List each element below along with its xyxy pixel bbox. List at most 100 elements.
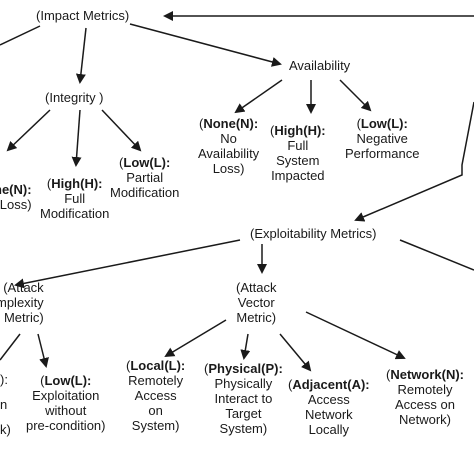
attack-complexity-line2: mplexity <box>0 295 44 310</box>
availability-node: Availability <box>289 58 350 73</box>
complexity-cut-leaf: ): n k) <box>0 372 11 437</box>
arrow-vector-physical <box>240 333 251 360</box>
vector-network-name: Network <box>390 367 442 382</box>
vector-local-leaf: (Local(L): Remotely Access on System) <box>126 358 185 433</box>
integrity-low-leaf: (Low(L): Partial Modification <box>110 155 180 200</box>
avail-high-desc1: Full <box>287 138 309 153</box>
complexity-low-open: ( <box>40 373 45 388</box>
arrow-right-exploitability <box>354 101 474 222</box>
vector-physical-leaf: (Physical(P): Physically Interact to Tar… <box>204 361 283 436</box>
avail-high-desc3: Impacted <box>271 168 325 183</box>
integrity-none-name: ne(N): <box>0 182 32 197</box>
integrity-high-name: High <box>51 176 81 191</box>
complexity-low-desc1: Exploitation <box>32 388 100 403</box>
complexity-cut-line3: k) <box>0 422 11 437</box>
integrity-low-abbr: (L): <box>149 155 171 170</box>
vector-network-desc2: Access on <box>395 397 455 412</box>
complexity-low-leaf: (Low(L): Exploitation without pre-condit… <box>26 373 106 433</box>
avail-high-abbr: (H): <box>303 123 326 138</box>
arrow-vector-network <box>305 311 406 360</box>
complexity-low-name: Low <box>44 373 71 388</box>
vector-physical-desc4: System) <box>219 421 268 436</box>
complexity-cut-line2: n <box>0 397 8 412</box>
arrow-integrity-none <box>6 109 51 152</box>
vector-physical-name: Physical <box>208 361 262 376</box>
vector-adjacent-abbr: (A): <box>347 377 370 392</box>
impact-metrics-node: (Impact Metrics) <box>36 8 129 23</box>
avail-low-open: ( <box>356 116 361 131</box>
attack-vector-line3: Metric) <box>236 310 277 325</box>
avail-low-desc1: Negative <box>356 131 408 146</box>
attack-complexity-node: (Attack mplexity Metric) <box>0 280 44 325</box>
arrow-complexity-left <box>0 333 21 361</box>
vector-local-desc1: Remotely <box>128 373 184 388</box>
integrity-none-leaf: ne(N): Loss) <box>0 182 32 212</box>
integrity-high-leaf: (High(H): Full Modification <box>40 176 110 221</box>
integrity-low-desc2: Modification <box>110 185 180 200</box>
vector-network-open: ( <box>386 367 391 382</box>
exploitability-metrics-label: (Exploitability Metrics) <box>250 226 377 241</box>
integrity-high-abbr: (H): <box>80 176 103 191</box>
complexity-low-abbr: (L): <box>70 373 92 388</box>
vector-physical-abbr: (P): <box>261 361 283 376</box>
attack-complexity-line3: Metric) <box>3 310 44 325</box>
vector-local-open: ( <box>126 358 131 373</box>
vector-network-abbr: (N): <box>441 367 465 382</box>
avail-high-leaf: (High(H): Full System Impacted <box>270 123 326 183</box>
vector-adjacent-open: ( <box>288 377 293 392</box>
complexity-low-desc2: without <box>45 403 87 418</box>
vector-adjacent-desc2: Network <box>304 407 353 422</box>
arrow-impact-integrity <box>75 27 87 84</box>
arrow-vector-local <box>164 319 227 358</box>
integrity-low-desc1: Partial <box>126 170 164 185</box>
arrow-integrity-high <box>71 109 82 167</box>
integrity-node: (Integrity ) <box>45 90 104 105</box>
avail-low-desc2: Performance <box>345 146 420 161</box>
avail-none-leaf: (None(N): No Availability Loss) <box>198 116 259 176</box>
avail-high-name: High <box>274 123 304 138</box>
vector-network-desc3: Network) <box>399 412 452 427</box>
impact-metrics-label: (Impact Metrics) <box>36 8 130 23</box>
vector-physical-desc3: Target <box>225 406 262 421</box>
vector-physical-open: ( <box>204 361 209 376</box>
exploitability-metrics-node: (Exploitability Metrics) <box>250 226 376 241</box>
avail-high-desc2: System <box>276 153 320 168</box>
vector-local-desc3: on <box>148 403 163 418</box>
arrow-complexity-low <box>37 333 49 368</box>
vector-adjacent-desc3: Locally <box>308 422 350 437</box>
integrity-label: (Integrity ) <box>45 90 104 105</box>
availability-label: Availability <box>289 58 351 73</box>
avail-low-abbr: (L): <box>386 116 408 131</box>
vector-network-desc1: Remotely <box>397 382 453 397</box>
vector-adjacent-name: Adjacent <box>292 377 348 392</box>
arrow-vector-adjacent <box>279 333 312 372</box>
integrity-high-desc2: Modification <box>40 206 110 221</box>
avail-high-open: ( <box>270 123 275 138</box>
arrow-expl-complexity <box>14 239 241 289</box>
attack-complexity-line1: (Attack <box>3 280 44 295</box>
integrity-none-desc: Loss) <box>0 197 32 212</box>
vector-physical-desc1: Physically <box>214 376 273 391</box>
vector-local-name: Local <box>130 358 165 373</box>
vector-local-desc4: System) <box>131 418 180 433</box>
vector-adjacent-desc1: Access <box>307 392 350 407</box>
avail-low-leaf: (Low(L): Negative Performance <box>345 116 419 161</box>
arrow-impact-availability <box>129 23 282 67</box>
integrity-high-desc1: Full <box>64 191 86 206</box>
arrow-avail-low <box>339 79 372 112</box>
arrow-impact-left <box>0 25 41 46</box>
avail-none-desc1: No <box>220 131 237 146</box>
avail-none-open: ( <box>198 116 204 131</box>
vector-network-leaf: (Network(N): Remotely Access on Network) <box>386 367 464 427</box>
attack-vector-node: (Attack Vector Metric) <box>236 280 276 325</box>
avail-none-name: None <box>203 116 236 131</box>
arrow-integrity-low <box>101 109 142 152</box>
complexity-low-desc3: pre-condition) <box>26 418 106 433</box>
avail-none-desc2: Availability <box>198 146 260 161</box>
attack-vector-line2: Vector <box>237 295 275 310</box>
arrow-expl-right <box>399 239 474 271</box>
avail-none-abbr: (N): <box>235 116 259 131</box>
integrity-low-name: Low <box>123 155 150 170</box>
